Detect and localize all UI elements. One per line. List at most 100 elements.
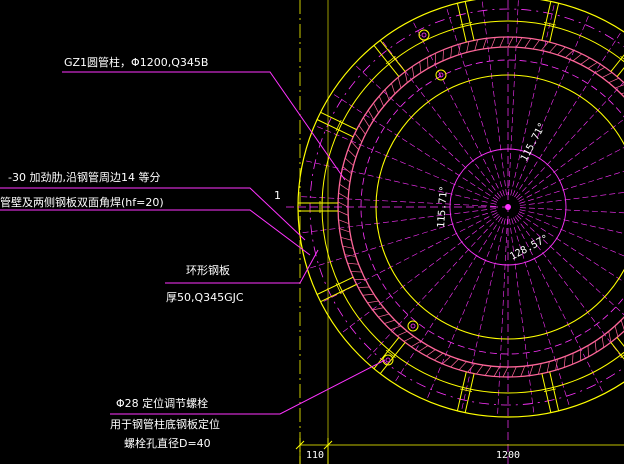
bolt-note2-label: 螺栓孔直径D=40 (124, 436, 211, 450)
stiffener-rib-tick (620, 354, 624, 359)
hatch-line (572, 353, 574, 365)
bolt-hole (382, 354, 394, 366)
hatch-line (342, 245, 354, 249)
hatch-line (442, 356, 451, 365)
center-mark (505, 204, 511, 210)
hatch-line (350, 141, 359, 150)
hatch-line (507, 36, 514, 48)
stiffener-rib-line (549, 3, 560, 43)
stiffener-rib-line (549, 371, 560, 411)
stiffener-rib-line (541, 373, 552, 413)
hatch-line (580, 57, 590, 65)
hatch-line (419, 61, 422, 73)
stiffener-rib-tick (543, 21, 556, 26)
hatch-line (411, 340, 422, 348)
radial-spoke (460, 218, 506, 412)
hatch-line (358, 125, 366, 135)
hatch-line (363, 117, 370, 128)
radial-spoke (426, 217, 504, 401)
axis-lines (286, 0, 509, 464)
hatch-line (458, 43, 461, 55)
section-mark-label: 1 (274, 189, 281, 202)
stiffener-rib-tick (385, 349, 396, 359)
stiffener-rib-tick (543, 388, 556, 393)
radial-spoke (519, 192, 624, 206)
hatch-line (337, 210, 349, 216)
radial-spoke (511, 218, 571, 408)
hatch-line (340, 237, 352, 241)
radial-spoke (518, 211, 624, 257)
hatch-line (384, 89, 390, 101)
radial-spoke (512, 13, 590, 197)
hatch-line (367, 300, 379, 304)
dimension-110: 110 (306, 450, 324, 461)
stiffener-rib-line (456, 3, 467, 43)
hatch-line (557, 46, 566, 56)
radial-spoke (508, 0, 519, 196)
hatch-line (474, 39, 478, 51)
stiffener-rib-line (616, 67, 624, 77)
hatch-line (601, 72, 613, 78)
hatch-line (411, 66, 415, 78)
radial-spoke (393, 216, 502, 384)
stiffener-rib-line (316, 119, 354, 138)
radial-spoke (510, 2, 556, 196)
bolt-note1-label: 用于钢管柱底钢板定位 (110, 417, 220, 431)
hatch-line (442, 49, 444, 61)
hatch-line (520, 365, 526, 377)
radial-spoke (331, 92, 499, 201)
hatch-line (378, 95, 384, 107)
dimension-1200: 1200 (496, 450, 520, 461)
hatch-line (391, 83, 396, 94)
hatch-line (458, 361, 467, 371)
bolt-label: Φ28 定位调节螺栓 (116, 396, 208, 410)
hatch-line (373, 102, 379, 114)
stiffener-rib-line (464, 1, 475, 41)
radial-spoke (518, 147, 624, 202)
hatch-line (493, 366, 500, 377)
stiffener-rib-line (316, 276, 354, 295)
stiffener-label: -30 加劲肋,沿钢管周边14 等分 (8, 170, 160, 184)
hatch-line (467, 363, 476, 373)
hatch-line (358, 286, 370, 288)
ring-spec-label: 厚50,Q345GJC (166, 291, 244, 304)
hatch-line (404, 71, 408, 83)
hatch-line (384, 319, 395, 324)
stiffener-rib-line (610, 342, 624, 360)
bolt-hole (435, 69, 447, 81)
hatch-line (354, 133, 363, 143)
hatch-line (347, 262, 359, 265)
radial-spoke (509, 218, 535, 416)
stiffener-rib-line (373, 44, 400, 77)
stiffener-rib-line (541, 1, 552, 41)
hatch-line (532, 39, 540, 50)
hatch-line (601, 336, 605, 348)
hatch-line (367, 110, 375, 121)
radial-spoke (519, 209, 624, 234)
hatch-line (390, 325, 402, 331)
hatch-line (538, 363, 542, 375)
hatch-line (344, 157, 354, 166)
hatch-line (450, 46, 453, 58)
hatch-line (490, 37, 496, 49)
hatch-line (594, 66, 605, 74)
hatch-line (476, 364, 484, 375)
radial-spoke (303, 159, 497, 205)
radial-spoke (517, 118, 624, 200)
hatch-line (378, 313, 390, 318)
hatch-line (434, 352, 444, 361)
bolt-hole (407, 320, 419, 332)
hatch-line (339, 183, 350, 191)
stiffener-rib-tick (460, 388, 473, 393)
hatch-line (608, 77, 620, 83)
hatch-line (614, 325, 619, 337)
hatch-line (621, 92, 624, 95)
radial-spoke (481, 0, 507, 196)
hatch-line (502, 366, 509, 378)
hatch-line (549, 43, 558, 53)
hatch-line (450, 358, 459, 368)
hatch-line (403, 336, 415, 342)
stiffener-rib-line (464, 373, 475, 413)
